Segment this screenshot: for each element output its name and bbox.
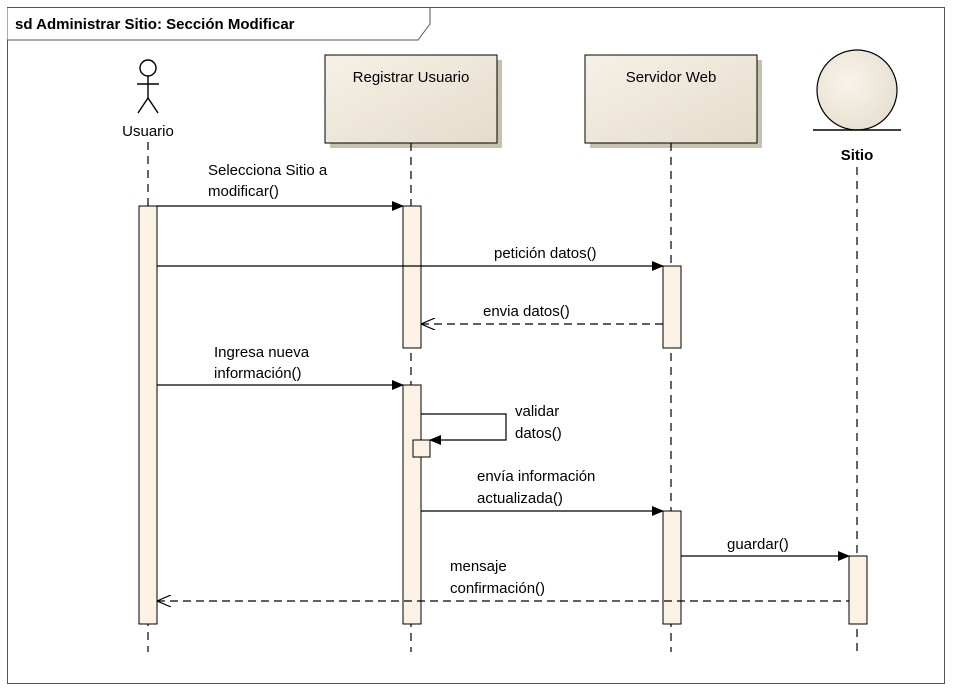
activation-registrar-self <box>412 439 431 458</box>
activation-registrar-2 <box>402 384 422 625</box>
message-peticion-datos[interactable]: petición datos() <box>157 245 664 271</box>
stick-figure-actor-icon <box>137 59 159 114</box>
entity-label: Sitio <box>841 147 874 164</box>
message-label: actualizada() <box>477 490 563 507</box>
actor-label: Usuario <box>122 123 174 140</box>
message-label: datos() <box>515 425 562 442</box>
activation-servidor-1 <box>662 265 682 349</box>
message-label: Ingresa nueva <box>214 344 310 361</box>
lifeline-label-servidor: Servidor Web <box>626 69 717 86</box>
message-label: guardar() <box>727 536 789 553</box>
activation-usuario <box>138 205 158 625</box>
activation-sitio <box>848 555 868 625</box>
lifeline-box-registrar-usuario[interactable]: Registrar Usuario <box>324 54 502 148</box>
lifeline-label-registrar: Registrar Usuario <box>353 69 470 86</box>
message-envia-datos[interactable]: envia datos() <box>421 303 663 324</box>
entity-sitio[interactable]: Sitio <box>813 49 901 164</box>
message-label: confirmación() <box>450 580 545 597</box>
frame-title: sd Administrar Sitio: Sección Modificar <box>15 16 295 33</box>
message-label: envia datos() <box>483 303 570 320</box>
message-envia-informacion[interactable]: envía información actualizada() <box>421 468 664 516</box>
message-label: petición datos() <box>494 245 597 262</box>
actor-usuario[interactable]: Usuario <box>122 59 174 140</box>
message-label: información() <box>214 365 302 382</box>
message-label: modificar() <box>208 183 279 200</box>
message-mensaje-confirmacion[interactable]: mensaje confirmación() <box>157 558 849 601</box>
entity-circle-icon <box>813 49 901 131</box>
message-label: mensaje <box>450 558 507 575</box>
message-guardar[interactable]: guardar() <box>681 536 850 561</box>
message-ingresa-informacion[interactable]: Ingresa nueva información() <box>157 344 404 390</box>
message-label: envía información <box>477 468 595 485</box>
message-label: Selecciona Sitio a <box>208 162 328 179</box>
frame-title-tab <box>7 7 431 41</box>
message-validar-datos[interactable]: validar datos() <box>421 403 562 445</box>
activation-servidor-2 <box>662 510 682 625</box>
message-selecciona-sitio[interactable]: Selecciona Sitio a modificar() <box>157 162 404 211</box>
message-label: validar <box>515 403 559 420</box>
lifeline-box-servidor-web[interactable]: Servidor Web <box>584 54 762 148</box>
activation-registrar-1 <box>402 205 422 349</box>
